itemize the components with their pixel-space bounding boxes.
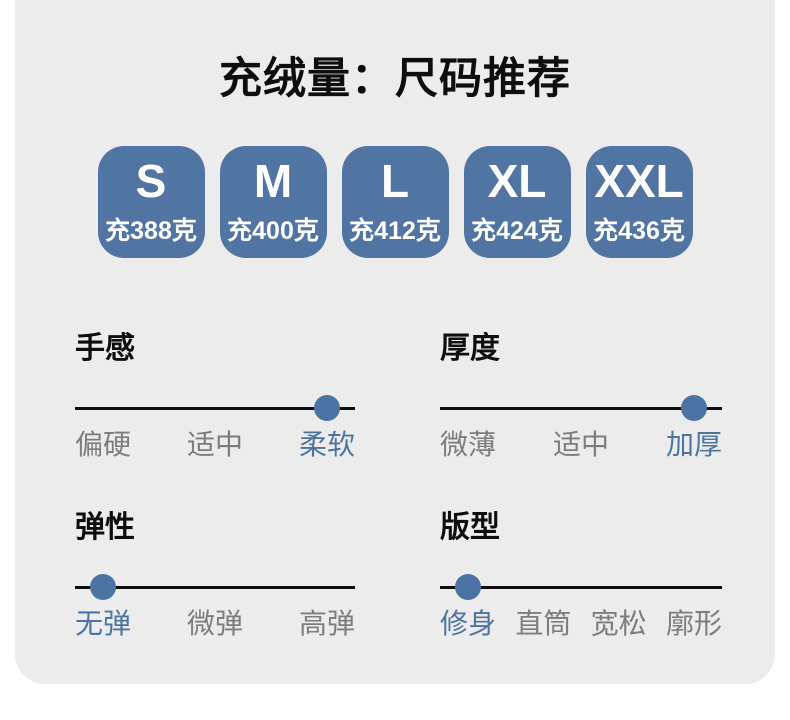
- fill-amount-label: 充388克: [105, 216, 197, 245]
- slider-line: [440, 407, 722, 410]
- size-badge[interactable]: S 充388克: [97, 146, 205, 258]
- slider-option: 宽松: [590, 608, 647, 639]
- slider-option: 适中: [552, 429, 609, 460]
- size-badge[interactable]: L 充412克: [341, 146, 449, 258]
- slider-option: 直筒: [515, 608, 572, 639]
- slider-option: 廓形: [665, 608, 722, 639]
- attribute-name: 手感: [75, 332, 135, 365]
- slider-options: 微薄 适中 加厚: [440, 430, 722, 460]
- slider-options: 偏硬 适中 柔软: [75, 430, 355, 460]
- attribute-name: 弹性: [75, 511, 135, 544]
- slider-option: 微弹: [186, 608, 243, 639]
- slider-dot[interactable]: [681, 395, 707, 421]
- slider-option: 偏硬: [75, 429, 132, 460]
- size-label: XXL: [594, 155, 684, 208]
- slider-options: 修身直筒宽松廓形: [440, 609, 722, 639]
- fill-amount-label: 充436克: [593, 216, 685, 245]
- attribute-name: 版型: [440, 511, 500, 544]
- slider-dot[interactable]: [455, 574, 481, 600]
- slider-option: 加厚: [665, 429, 722, 460]
- slider-dot[interactable]: [90, 574, 116, 600]
- slider-track: [440, 395, 722, 421]
- size-label: S: [135, 155, 167, 208]
- slider-option: 无弹: [75, 608, 132, 639]
- slider-line: [440, 586, 722, 589]
- size-label: M: [253, 155, 293, 208]
- size-label: XL: [487, 155, 547, 208]
- slider-option: 适中: [186, 429, 243, 460]
- attribute-slider: 手感 偏硬 适中 柔软: [75, 333, 355, 460]
- slider-track: [75, 574, 355, 600]
- slider-option: 高弹: [298, 608, 355, 639]
- size-badge[interactable]: XXL 充436克: [585, 146, 693, 258]
- fill-amount-label: 充412克: [349, 216, 441, 245]
- slider-options: 无弹 微弹 高弹: [75, 609, 355, 639]
- slider-option: 微薄: [440, 429, 497, 460]
- fill-amount-label: 充424克: [471, 216, 563, 245]
- slider-option: 柔软: [298, 429, 355, 460]
- section-title: 充绒量：尺码推荐: [219, 55, 571, 103]
- attribute-slider: 厚度 微薄 适中 加厚: [440, 333, 722, 460]
- slider-line: [75, 407, 355, 410]
- size-badge[interactable]: M 充400克: [219, 146, 327, 258]
- size-badge[interactable]: XL 充424克: [463, 146, 571, 258]
- slider-track: [75, 395, 355, 421]
- slider-track: [440, 574, 722, 600]
- size-badges-row: S 充388克 M 充400克 L 充412克 XL 充424克 XXL 充43…: [15, 146, 775, 258]
- attribute-sliders: 手感 偏硬 适中 柔软 厚度 微薄 适中 加厚 弹性 无弹 微弹 高弹 版型 修身直筒宽松廓…: [75, 333, 722, 639]
- slider-option: 修身: [440, 608, 497, 639]
- product-info-card: 充绒量：尺码推荐 S 充388克 M 充400克 L 充412克 XL 充424…: [15, 0, 775, 684]
- slider-line: [75, 586, 355, 589]
- slider-dot[interactable]: [314, 395, 340, 421]
- attribute-slider: 弹性 无弹 微弹 高弹: [75, 512, 355, 639]
- attribute-name: 厚度: [440, 332, 500, 365]
- size-label: L: [380, 155, 410, 208]
- attribute-slider: 版型 修身直筒宽松廓形: [440, 512, 722, 639]
- fill-amount-label: 充400克: [227, 216, 319, 245]
